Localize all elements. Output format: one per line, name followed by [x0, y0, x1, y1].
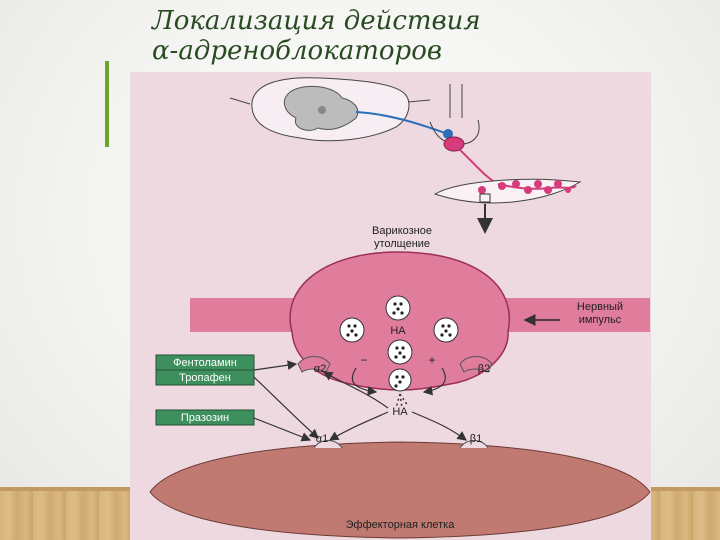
- receptor-alpha2-label: α2: [314, 363, 326, 375]
- accent-bar: [105, 61, 109, 147]
- varicose-label-line-1: Варикозное: [372, 225, 432, 237]
- drug-fentolamin-label: Фентоламин: [173, 357, 237, 369]
- inhibition-sign: −: [360, 353, 367, 367]
- drug-box-prazosin: [155, 409, 255, 426]
- diagram-svg: Варикозное утолщение Нервный импульс НА: [149, 77, 651, 539]
- release-vesicle: [388, 368, 412, 392]
- effector-cell: [149, 441, 651, 539]
- effector-cell-label: Эффекторная клетка: [346, 519, 456, 531]
- slide-title: Локализация действия α-адреноблокаторов: [152, 6, 481, 66]
- slide-title-line-2: α-адреноблокаторов: [152, 36, 442, 66]
- na-label-vesicles: НА: [390, 325, 406, 337]
- slide-title-line-1: Локализация действия: [152, 6, 481, 36]
- drug-prazosin-label: Празозин: [181, 412, 229, 424]
- alpha1-receptor-site: [313, 440, 343, 449]
- beta2-receptor-site: [459, 356, 493, 373]
- receptor-alpha1-label: α1: [316, 433, 328, 445]
- activation-sign: +: [428, 353, 435, 367]
- nerve-impulse-label-line-2: импульс: [579, 314, 622, 326]
- receptor-beta1-label: β1: [470, 433, 482, 445]
- vesicles: [339, 295, 459, 365]
- target-tissue-fiber: [433, 178, 582, 234]
- nerve-impulse-label-line-1: Нервный: [577, 301, 623, 313]
- spinal-cord-section: [229, 77, 431, 142]
- beta1-receptor-site: [459, 440, 489, 449]
- diagram-figure: Варикозное утолщение Нервный импульс НА: [130, 72, 651, 540]
- varicose-label-line-2: утолщение: [374, 238, 430, 250]
- drug-tropafen-label: Тропафен: [179, 372, 231, 384]
- na-label-cleft: НА: [392, 406, 408, 418]
- receptor-beta2-label: β2: [478, 363, 490, 375]
